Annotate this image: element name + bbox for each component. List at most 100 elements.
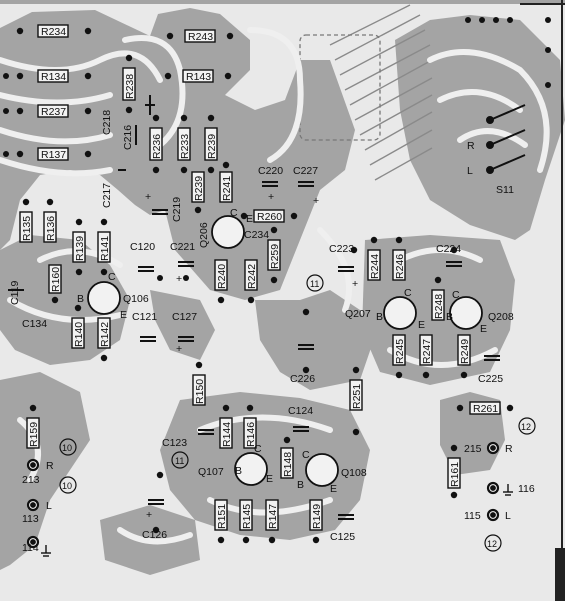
label-r251: R251 (351, 384, 363, 409)
label-r244: R244 (369, 254, 381, 279)
label-q207: Q207 (345, 308, 371, 320)
label-c219: C219 (171, 197, 183, 222)
plus-sign-1: + (145, 191, 151, 203)
terminal-116: 116 (518, 483, 535, 495)
terminal-115: 115 (464, 510, 481, 522)
label-r237: R237 (41, 106, 66, 118)
label-c124: C124 (288, 405, 313, 417)
capacitor-symbols (8, 95, 500, 520)
label-q107: Q107 (198, 466, 224, 478)
label-r145: R145 (241, 504, 253, 529)
label-r249: R249 (459, 339, 471, 364)
label-r242: R242 (246, 264, 258, 289)
label-c127: C127 (172, 311, 197, 323)
pin-q107-c: C (254, 443, 262, 455)
label-c217: C217 (101, 183, 113, 208)
switch-s11 (486, 104, 526, 174)
terminal-right-l: L (505, 510, 511, 522)
label-r233: R233 (179, 134, 191, 159)
label-c223: C223 (329, 243, 354, 255)
switch-label-l: L (467, 165, 473, 177)
label-r140: R140 (73, 322, 85, 347)
marker-11-left: 11 (175, 456, 184, 466)
label-r238: R238 (124, 74, 136, 99)
plus-sign-5: + (176, 343, 182, 355)
label-c134: C134 (22, 318, 47, 330)
label-q106: Q106 (123, 293, 149, 305)
pin-q207-e: E (418, 319, 425, 331)
label-r236: R236 (151, 134, 163, 159)
label-r134: R134 (41, 71, 66, 83)
pin-q208-b: B (446, 311, 453, 323)
label-r243: R243 (188, 31, 213, 43)
label-c125: C125 (330, 531, 355, 543)
label-c119: C119 (9, 281, 21, 305)
label-r239: R239 (193, 176, 205, 201)
label-r241: R241 (221, 176, 233, 201)
pin-q106-e: E (120, 309, 127, 321)
label-c225: C225 (478, 373, 503, 385)
plus-sign-3: + (268, 191, 274, 203)
label-c120: C120 (130, 241, 155, 253)
label-r240: R240 (216, 264, 228, 289)
pin-q107-e: E (266, 473, 273, 485)
label-r143: R143 (186, 71, 211, 83)
plus-sign-2: + (313, 195, 319, 207)
label-c218: C218 (101, 110, 113, 135)
label-r142: R142 (99, 322, 111, 347)
label-r137: R137 (41, 149, 66, 161)
terminal-114: 114 (22, 542, 39, 554)
label-r239-top: R239 (206, 134, 218, 159)
terminal-right-r: R (505, 443, 513, 455)
label-c234: C234 (244, 229, 269, 241)
label-c220: C220 (258, 165, 283, 177)
label-c226: C226 (290, 373, 315, 385)
terminal-left-l: L (46, 500, 52, 512)
label-c123: C123 (162, 437, 187, 449)
pin-q106-c: C (108, 271, 116, 283)
terminal-left-r: R (46, 460, 54, 472)
label-r245: R245 (394, 339, 406, 364)
label-r161: R161 (449, 462, 461, 487)
label-r151: R151 (216, 504, 228, 529)
label-r159: R159 (28, 422, 40, 447)
pin-q207-b: B (376, 311, 383, 323)
terminal-113: 113 (22, 513, 39, 525)
label-r144: R144 (221, 422, 233, 447)
label-q206: Q206 (198, 222, 210, 248)
label-r259: R259 (269, 244, 281, 269)
pin-q206-c: C (230, 207, 238, 219)
resistor-bodies (19, 24, 501, 531)
q206-body (211, 215, 245, 249)
pin-q207-c: C (404, 287, 412, 299)
terminal-215: 215 (464, 443, 482, 455)
marker-circles (59, 274, 536, 552)
marker-12-lower: 12 (487, 539, 497, 549)
label-r136: R136 (45, 216, 57, 241)
label-c227: C227 (293, 165, 318, 177)
plus-sign-6: + (146, 509, 152, 521)
marker-12-upper: 12 (521, 422, 531, 432)
transistor-bodies (87, 215, 483, 487)
label-c224: C224 (436, 243, 461, 255)
label-r147: R147 (267, 504, 279, 529)
switch-label-s11: S11 (496, 184, 514, 196)
label-c216: C216 (122, 125, 134, 150)
marker-10-upper: 10 (62, 443, 72, 453)
label-r246: R246 (394, 254, 406, 279)
plus-sign-4: + (176, 273, 182, 285)
marker-11-right: 11 (310, 279, 319, 289)
label-r160: R160 (50, 267, 62, 292)
q207-body (383, 296, 417, 330)
label-r149: R149 (311, 504, 323, 529)
label-r139: R139 (74, 236, 86, 261)
label-r261: R261 (473, 403, 498, 415)
label-q108: Q108 (341, 467, 367, 479)
hatched-region (329, 4, 433, 181)
board-corner (555, 548, 565, 601)
terminal-pads (26, 441, 500, 549)
terminal-213: 213 (22, 474, 40, 486)
pin-q208-c: C (452, 289, 460, 301)
label-c126: C126 (142, 529, 167, 541)
